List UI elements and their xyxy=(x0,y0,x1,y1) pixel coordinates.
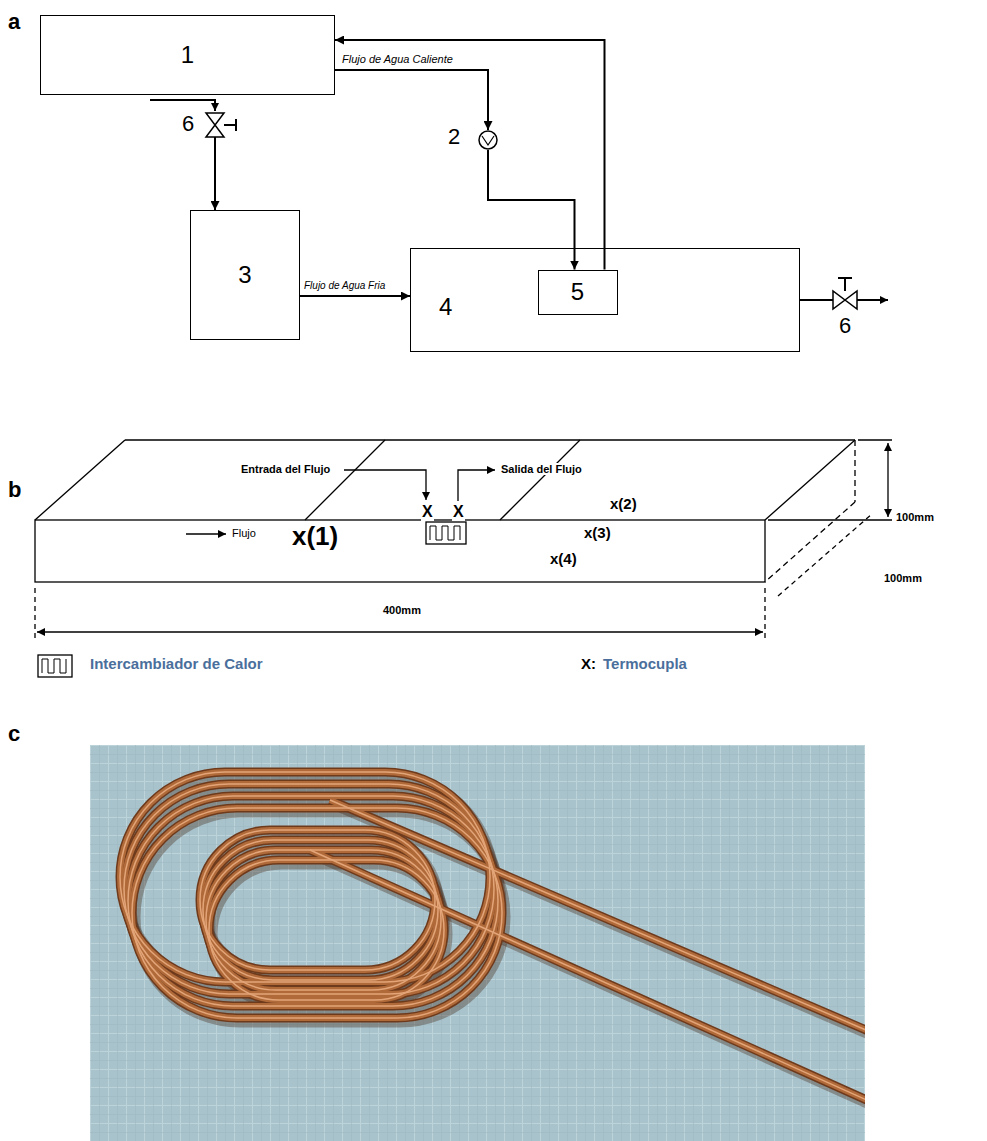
pump-symbol xyxy=(479,131,497,149)
part-number: 6 xyxy=(182,111,194,136)
pump-symbol: 2 xyxy=(478,130,498,150)
equipment-box: 1 xyxy=(40,15,335,95)
screen-line xyxy=(500,440,580,520)
dimension-line xyxy=(34,588,35,642)
pump-symbol xyxy=(478,130,498,150)
part-number: 5 xyxy=(571,278,584,306)
part-number: 3 xyxy=(238,261,251,289)
channel-drawing xyxy=(125,439,855,440)
pipe-connector xyxy=(335,70,488,130)
channel-drawing xyxy=(765,502,855,582)
dimension-line xyxy=(858,439,892,440)
heat-exchanger-icon xyxy=(426,522,466,544)
dimension-label: 100mm xyxy=(884,572,922,584)
legend-symbol: X: xyxy=(581,656,596,673)
panel-letter: c xyxy=(8,722,20,746)
thermocouple-label: x(4) xyxy=(550,551,577,568)
valve-symbol xyxy=(206,113,224,137)
valve-handle xyxy=(844,278,846,291)
dimension-line xyxy=(37,631,763,632)
exchanger-box: 5 xyxy=(538,270,618,315)
channel-drawing xyxy=(765,440,855,520)
thermocouple-label: x(2) xyxy=(610,496,637,513)
valve-symbol xyxy=(206,113,224,137)
valve-handle xyxy=(838,277,852,279)
coil-photo xyxy=(120,772,865,1106)
dimension-line xyxy=(778,514,872,596)
dimension-line xyxy=(35,440,892,642)
thermocouple-label: x(1) xyxy=(292,522,338,551)
dimension-line xyxy=(764,588,765,642)
valve-symbol: 6 xyxy=(833,291,857,309)
panel-letter: b xyxy=(8,478,21,502)
flow-label: Flujo xyxy=(232,527,256,539)
channel-drawing xyxy=(854,440,855,502)
thermocouple-label: x(3) xyxy=(584,525,611,542)
part-number: 6 xyxy=(839,313,851,338)
flow-label: Entrada del Flujo xyxy=(240,463,331,475)
heat-exchanger-icon xyxy=(430,526,460,540)
valve-handle xyxy=(224,124,236,126)
dimension-label: 400mm xyxy=(383,604,421,616)
leader-line xyxy=(458,470,495,501)
pipe-connector xyxy=(300,295,410,297)
dimension-label: 100mm xyxy=(896,511,934,523)
inlet-pipe xyxy=(150,100,215,111)
coil-photo xyxy=(120,772,865,1106)
flow-label: Flujo de Agua Fria xyxy=(304,280,385,291)
thermocouple-mark: X xyxy=(421,503,434,521)
legend-text: Termocupla xyxy=(603,656,687,673)
coil-photo xyxy=(90,745,865,1141)
part-number: 4 xyxy=(439,293,452,321)
pump-symbol xyxy=(482,136,494,145)
screen-line xyxy=(305,440,385,520)
pipe-connector xyxy=(214,137,216,210)
coil-photo xyxy=(120,772,865,1106)
flow-arrow xyxy=(186,533,226,534)
valve-symbol xyxy=(833,291,857,309)
pipe-connector xyxy=(800,299,833,301)
outlet-pipe xyxy=(857,299,888,301)
legend-swatch xyxy=(42,659,66,673)
dimension-line xyxy=(768,519,892,520)
channel-drawing xyxy=(35,440,892,677)
legend-text: Intercambiador de Calor xyxy=(90,656,263,673)
channel-drawing xyxy=(35,440,125,520)
channel-drawing xyxy=(35,520,765,582)
legend-swatch xyxy=(38,655,72,677)
valve-symbol: 6 xyxy=(206,113,224,137)
flow-label: Salida del Flujo xyxy=(500,463,583,475)
pipe-connector xyxy=(488,150,575,270)
part-number: 2 xyxy=(448,124,460,149)
schematic-piping xyxy=(150,100,888,300)
connector-group xyxy=(215,40,833,300)
valve-symbol xyxy=(833,291,857,309)
leader-line xyxy=(344,470,426,500)
tank-box: 45 xyxy=(410,248,800,352)
pipe-connector xyxy=(335,40,605,270)
valve-handle xyxy=(235,119,237,131)
dimension-line xyxy=(887,443,888,517)
heat-exchanger-icon xyxy=(426,522,466,544)
legend-swatch xyxy=(38,655,72,677)
panel-letter: a xyxy=(8,10,20,34)
thermocouple-mark: X xyxy=(452,503,465,521)
flow-label: Flujo de Agua Caliente xyxy=(342,53,453,65)
equipment-box: 3 xyxy=(190,210,300,340)
part-number: 1 xyxy=(181,41,194,69)
